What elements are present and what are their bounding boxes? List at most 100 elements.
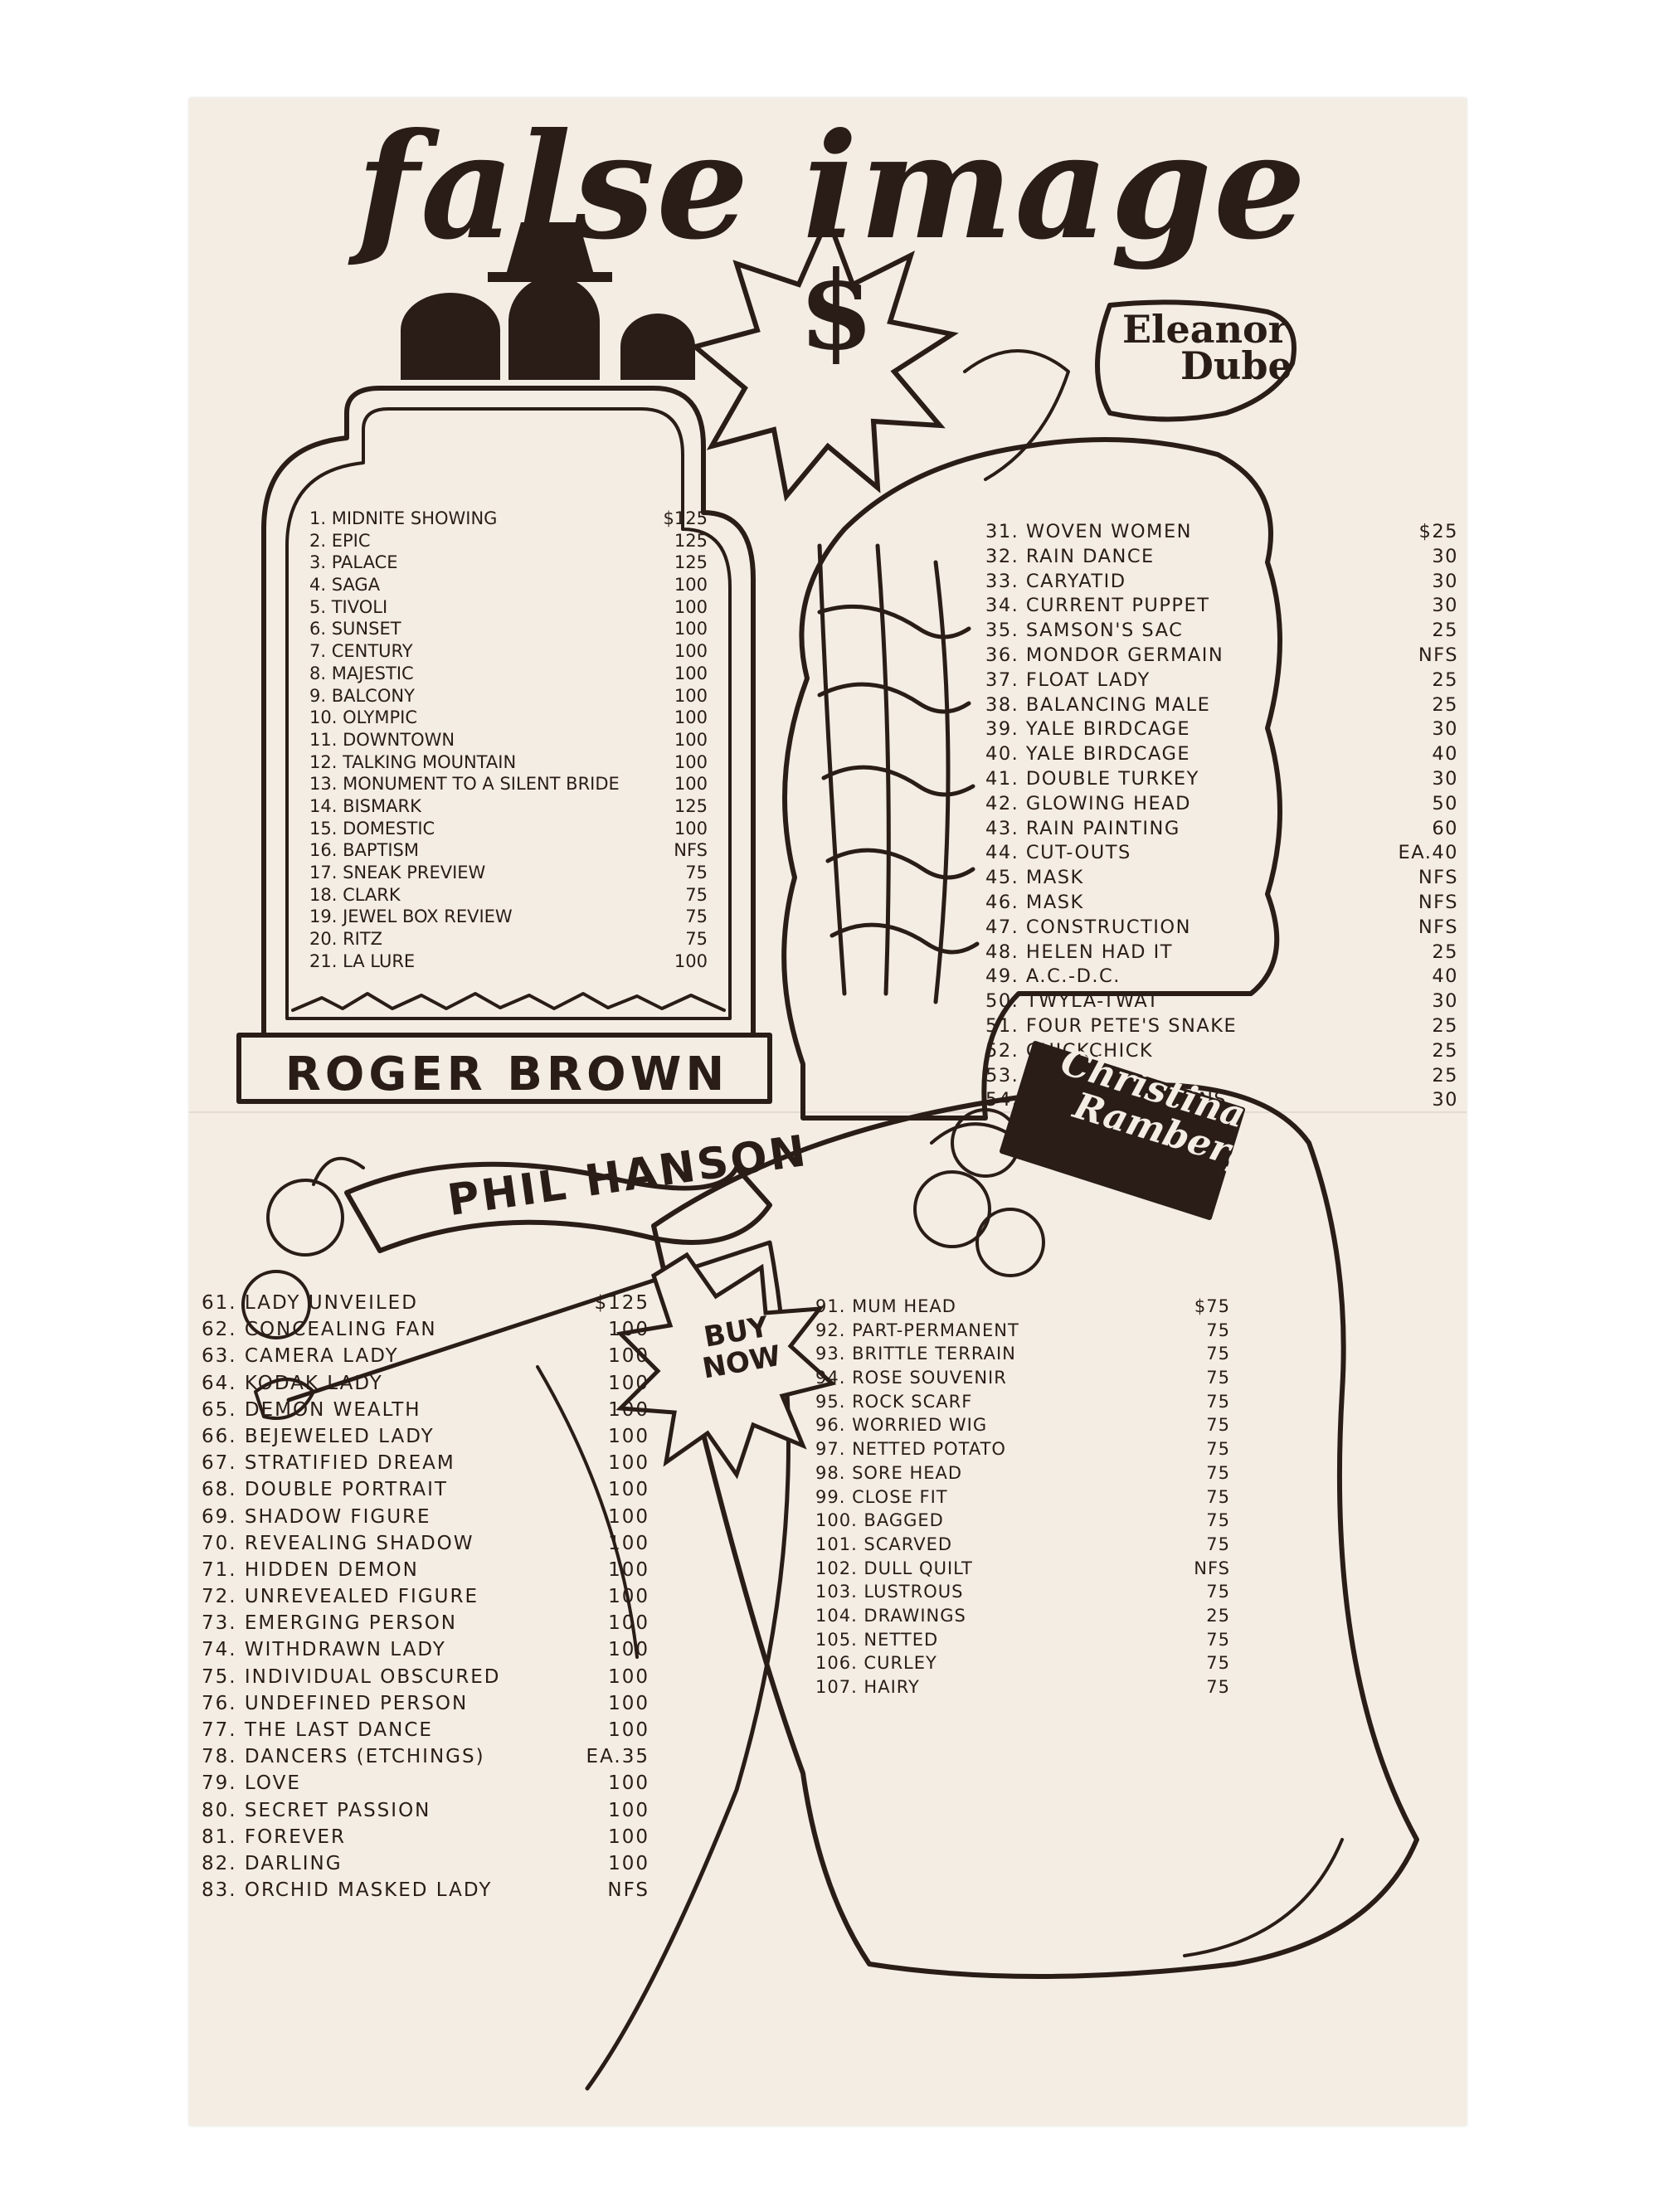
work-title: 52. CHICKCHICK (985, 1039, 1154, 1062)
work-list-item: 70. REVEALING SHADOW 100 (202, 1533, 649, 1559)
work-price: 100 (674, 707, 708, 728)
work-title: 10. OLYMPIC (309, 707, 417, 728)
work-price: 100 (608, 1639, 649, 1661)
work-title: 18. CLARK (309, 884, 401, 905)
audience-silhouettes (401, 222, 695, 380)
work-title: 15. DOMESTIC (309, 818, 435, 839)
work-price: 100 (608, 1826, 649, 1848)
work-price: 75 (1206, 1510, 1230, 1531)
work-title: 9. BALCONY (309, 685, 415, 706)
work-price: 25 (1432, 693, 1458, 716)
work-title: 45. MASK (985, 867, 1084, 889)
work-price: 100 (674, 641, 708, 662)
work-list-item: 31. WOVEN WOMEN$25 (985, 521, 1458, 546)
work-title: 92. PART-PERMANENT (815, 1320, 1019, 1340)
work-title: 68. DOUBLE PORTRAIT (202, 1479, 448, 1501)
work-title: 51. FOUR PETE'S SNAKE (985, 1014, 1238, 1037)
work-list-item: 51. FOUR PETE'S SNAKE 25 (985, 1015, 1458, 1040)
work-title: 67. STRATIFIED DREAM (202, 1452, 455, 1475)
work-title: 19. JEWEL BOX REVIEW (309, 907, 513, 927)
work-title: 48. HELEN HAD IT (985, 941, 1173, 963)
work-title: 21. LA LURE (309, 950, 416, 971)
artist-name-roger-brown: ROGER BROWN (285, 1048, 729, 1101)
work-price: 100 (674, 663, 708, 683)
poster-sheet: false image $ BUY NOW ROGER BROWN 1. MID… (189, 98, 1467, 2126)
starburst-buy-now (615, 1252, 837, 1480)
work-price: 100 (608, 1479, 649, 1501)
work-price: NFS (1418, 867, 1458, 889)
work-price: 25 (1432, 1014, 1458, 1037)
work-list-item: 45. MASK NFS (985, 867, 1458, 892)
work-title: 107. HAIRY (815, 1677, 920, 1697)
work-price: 100 (674, 729, 708, 750)
work-price: 100 (674, 818, 708, 839)
work-title: 42. GLOWING HEAD (985, 792, 1191, 814)
work-title: 14. BISMARK (309, 795, 421, 816)
work-title: 81. FOREVER (202, 1826, 346, 1848)
work-price: 75 (1206, 1629, 1230, 1650)
work-title: 80. SECRET PASSION (202, 1799, 431, 1821)
work-price: 75 (1206, 1582, 1230, 1602)
work-price: 100 (674, 596, 708, 617)
work-price: 30 (1432, 718, 1458, 741)
work-title: 6. SUNSET (309, 619, 401, 639)
woven-net (817, 543, 980, 1004)
work-price: 100 (608, 1558, 649, 1581)
work-title: 53. VLASTA (985, 1064, 1105, 1087)
poster-artwork (236, 211, 1419, 2091)
work-price: NFS (1418, 644, 1458, 666)
work-title: 70. REVEALING SHADOW (202, 1532, 474, 1554)
work-title: 64. KODAK LADY (202, 1372, 383, 1394)
work-price: 100 (608, 1532, 649, 1554)
work-price: ea.35 (586, 1746, 649, 1768)
work-price: 100 (608, 1772, 649, 1795)
feather-shape (963, 349, 1070, 481)
work-title: 41. DOUBLE TURKEY (985, 767, 1199, 790)
work-list-item: 81. FOREVER 100 (202, 1826, 649, 1853)
work-title: 96. WORRIED WIG (815, 1415, 988, 1436)
work-title: 50. TWYLA-TWAT (985, 990, 1160, 1013)
work-title: 17. SNEAK PREVIEW (309, 863, 486, 882)
work-price: 125 (674, 530, 708, 551)
work-price: 75 (1206, 1320, 1230, 1340)
work-list-item: 10. OLYMPIC 100 (309, 707, 708, 730)
starburst-dollar (689, 211, 959, 502)
work-price: 100 (674, 774, 708, 795)
poster-title: false image (356, 102, 1308, 272)
work-price: 75 (1206, 1486, 1230, 1507)
work-price: $75 (1194, 1296, 1230, 1316)
work-list-item: 49. A.C.-D.C.40 (985, 965, 1458, 990)
